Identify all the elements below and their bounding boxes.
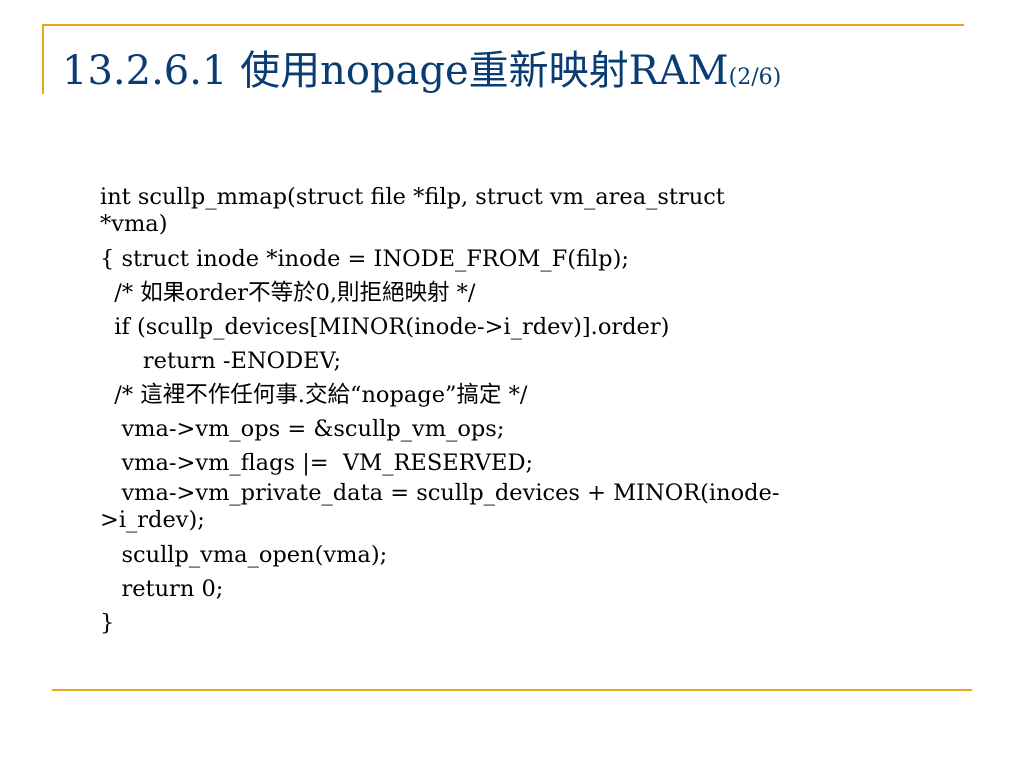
code-line: return 0; <box>100 576 224 602</box>
code-block: int scullp_mmap(struct file *filp, struc… <box>100 184 920 640</box>
code-line: vma->vm_ops = &scullp_vm_ops; <box>100 416 505 442</box>
slide-title: 13.2.6.1 使用nopage重新映射RAM(2/6) <box>62 44 781 105</box>
code-line: int scullp_mmap(struct file *filp, struc… <box>100 184 725 237</box>
top-rule <box>42 24 964 26</box>
code-line: } <box>100 610 115 636</box>
slide-title-text: 13.2.6.1 使用nopage重新映射RAM <box>62 48 729 94</box>
code-line: /* 這裡不作任何事.交給“nopage”搞定 */ <box>100 382 528 408</box>
code-line: /* 如果order不等於0,則拒絕映射 */ <box>100 280 476 306</box>
code-line: vma->vm_flags |= VM_RESERVED; <box>100 450 534 476</box>
code-line: scullp_vma_open(vma); <box>100 542 388 568</box>
side-rule <box>42 24 44 94</box>
code-line: if (scullp_devices[MINOR(inode->i_rdev)]… <box>100 314 670 340</box>
slide-title-suffix: (2/6) <box>728 65 782 90</box>
code-line: return -ENODEV; <box>100 348 342 374</box>
code-line: { struct inode *inode = INODE_FROM_F(fil… <box>100 246 629 272</box>
bottom-rule <box>52 689 972 691</box>
code-line: vma->vm_private_data = scullp_devices + … <box>100 480 780 533</box>
